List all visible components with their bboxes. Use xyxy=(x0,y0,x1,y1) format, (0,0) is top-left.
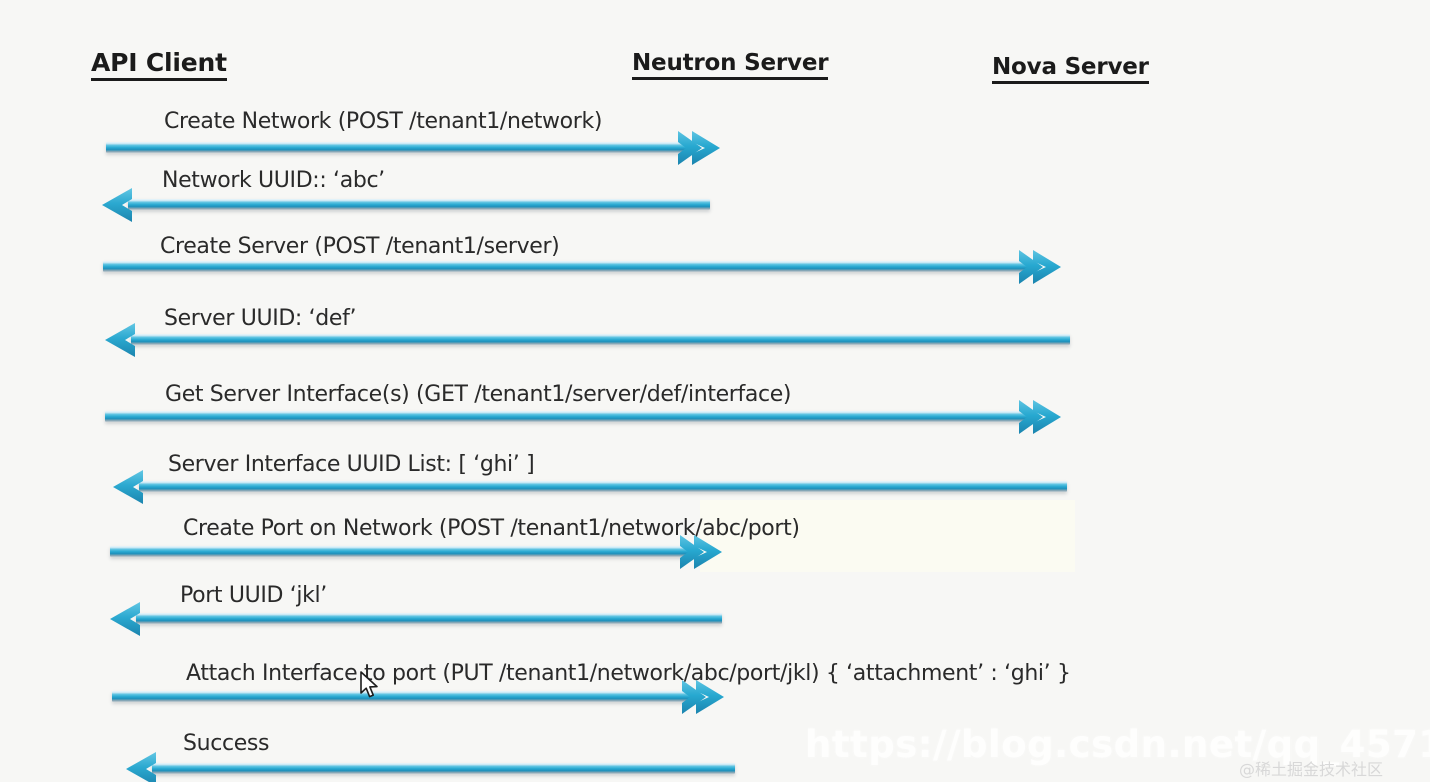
arrow-head-right-icon xyxy=(1013,398,1069,436)
message-arrow-shaft xyxy=(136,613,722,624)
message-label: Server Interface UUID List: [ ‘ghi’ ] xyxy=(168,452,535,477)
message-arrow-shaft xyxy=(128,199,710,210)
watermark-url: https://blog.csdn.net/qq_45711272 xyxy=(805,723,1430,766)
arrow-head-right-icon xyxy=(1013,248,1069,286)
arrow-head-left-icon xyxy=(111,468,157,506)
participant-2: Nova Server xyxy=(992,54,1149,84)
arrow-head-left-icon xyxy=(108,600,154,638)
message-arrow-shaft xyxy=(103,261,1027,272)
watermark-community: @稀土掘金技术社区 xyxy=(1239,760,1384,779)
message-label: Port UUID ‘jkl’ xyxy=(180,583,327,608)
message-arrow-shaft xyxy=(106,142,686,153)
message-label: Create Port on Network (POST /tenant1/ne… xyxy=(183,516,800,541)
message-label: Get Server Interface(s) (GET /tenant1/se… xyxy=(165,382,792,407)
arrow-head-left-icon xyxy=(100,186,146,224)
message-label: Network UUID:: ‘abc’ xyxy=(162,168,385,193)
participant-label: Neutron Server xyxy=(632,50,829,80)
arrow-head-left-icon xyxy=(124,750,170,782)
message-arrow-shaft xyxy=(131,334,1070,345)
message-arrow-shaft xyxy=(112,691,690,702)
message-arrow-shaft xyxy=(139,481,1067,492)
participant-label: Nova Server xyxy=(992,54,1149,84)
participant-label: API Client xyxy=(91,48,227,81)
message-arrow-shaft xyxy=(105,411,1027,422)
message-label: Create Server (POST /tenant1/server) xyxy=(160,234,560,259)
participant-0: API Client xyxy=(91,48,227,81)
message-label: Server UUID: ‘def’ xyxy=(164,306,357,331)
message-arrow-shaft xyxy=(152,763,735,774)
arrow-head-left-icon xyxy=(103,321,149,359)
arrow-head-right-icon xyxy=(674,533,730,571)
arrow-head-right-icon xyxy=(672,129,728,167)
message-label: Attach Interface to port (PUT /tenant1/n… xyxy=(186,661,1071,686)
message-arrow-shaft xyxy=(110,546,688,557)
message-label: Success xyxy=(183,731,270,756)
arrow-head-right-icon xyxy=(676,678,732,716)
participant-1: Neutron Server xyxy=(632,50,829,80)
message-label: Create Network (POST /tenant1/network) xyxy=(164,109,603,134)
